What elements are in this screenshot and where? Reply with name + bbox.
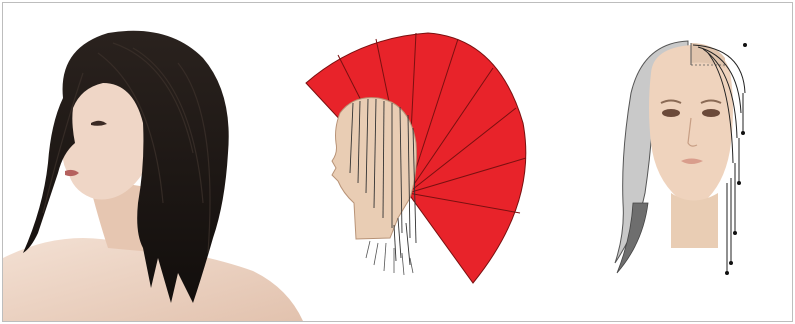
front-elevation-diagram (593, 3, 763, 321)
radial-section-head-icon (298, 3, 543, 321)
haircut-photo (3, 3, 303, 321)
front-face-elevation-icon (593, 3, 763, 321)
woman-photo-icon (3, 3, 303, 321)
radial-sectioning-diagram (298, 3, 543, 321)
